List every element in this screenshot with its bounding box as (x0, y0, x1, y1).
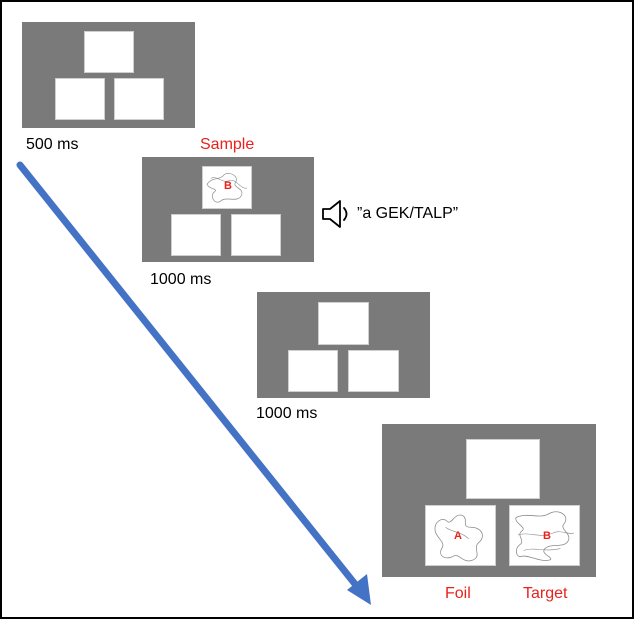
screen-1 (22, 22, 195, 128)
sample-shape (206, 173, 248, 203)
right-card (114, 78, 164, 120)
sample-letter: B (224, 180, 232, 192)
target-shape (515, 511, 575, 561)
top-card (84, 31, 134, 73)
speaker-icon (320, 198, 354, 230)
foil-letter: A (454, 530, 462, 542)
sample-card: B (202, 166, 252, 209)
screen-3 (257, 292, 430, 398)
left-card (288, 350, 338, 392)
foil-shape (434, 514, 483, 562)
screen-4: A B (382, 424, 596, 577)
right-card (231, 214, 281, 256)
right-card (348, 350, 399, 392)
foil-label: Foil (445, 585, 471, 602)
screen-2: B (142, 157, 314, 262)
duration-label-3: 1000 ms (256, 405, 318, 422)
target-card: B (509, 505, 580, 566)
audio-label: ”a GEK/TALP” (357, 205, 459, 222)
top-card (318, 302, 369, 345)
duration-label-1: 500 ms (26, 136, 79, 153)
left-card (171, 214, 221, 256)
foil-card: A (425, 505, 496, 566)
top-card (466, 439, 540, 499)
left-card (55, 78, 105, 120)
phase-label-sample: Sample (200, 136, 255, 153)
target-letter: B (543, 530, 551, 542)
duration-label-2: 1000 ms (150, 271, 212, 288)
target-label: Target (523, 585, 568, 602)
